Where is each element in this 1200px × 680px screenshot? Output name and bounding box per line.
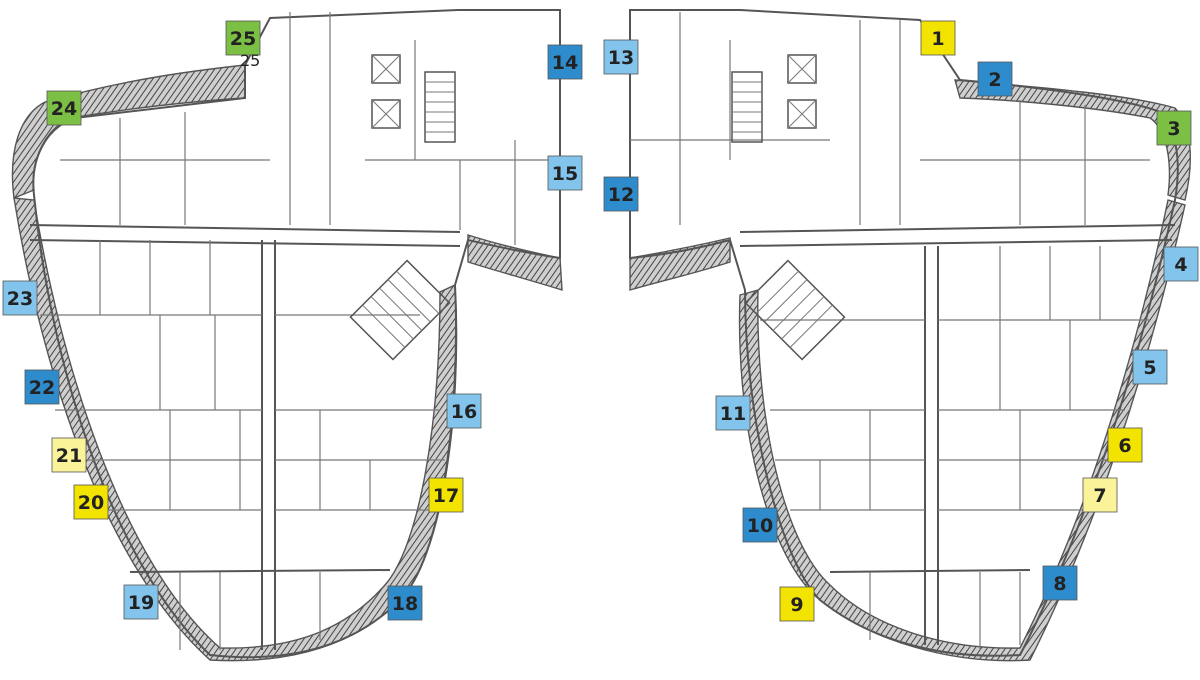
unit-label-text: 3 (1167, 118, 1180, 140)
unit-label-box (24, 369, 60, 405)
unit-25-plain-label: 25 (240, 51, 260, 70)
unit-label-text: 8 (1053, 573, 1066, 595)
unit-label-17: 17 (428, 477, 464, 513)
unit-label-text: 24 (51, 98, 77, 120)
unit-label-box (51, 437, 87, 473)
unit-label-18: 18 (387, 585, 423, 621)
left-corridor-main (29, 224, 461, 233)
unit-label-text: 6 (1118, 435, 1131, 457)
left-outline (32, 9, 561, 659)
unit-label-box (547, 44, 583, 80)
left-room-dividers (40, 12, 560, 650)
unit-label-text: 25 (230, 28, 256, 50)
unit-label-20: 20 (73, 484, 109, 520)
unit-label-text: 12 (608, 184, 634, 206)
unit-label-2: 2 (977, 61, 1013, 97)
unit-label-box (977, 61, 1013, 97)
right-room-dividers (630, 12, 1150, 650)
unit-label-box (123, 584, 159, 620)
unit-label-text: 9 (790, 594, 803, 616)
unit-label-14: 14 (547, 44, 583, 80)
unit-label-23: 23 (2, 280, 38, 316)
left-stairs (349, 54, 456, 361)
unit-label-15: 15 (547, 155, 583, 191)
left-wing (11, 9, 563, 662)
unit-label-box (387, 585, 423, 621)
unit-label-text: 17 (433, 485, 459, 507)
right-corridor-main-b (739, 239, 1173, 247)
unit-label-text: 15 (552, 163, 578, 185)
unit-label-text: 5 (1143, 357, 1156, 379)
unit-label-box (1107, 427, 1143, 463)
left-corridor-low (129, 569, 391, 573)
left-facade-band (11, 64, 246, 199)
right-facade-band (954, 79, 1191, 201)
unit-label-box (73, 484, 109, 520)
unit-label-box (428, 477, 464, 513)
unit-label-text: 4 (1174, 254, 1187, 276)
right-corridor-low (829, 569, 1031, 573)
unit-label-box (1163, 246, 1199, 282)
unit-label-box (2, 280, 38, 316)
unit-label-text: 7 (1093, 485, 1106, 507)
right-outline (629, 9, 1179, 657)
unit-labels: 1234567891011121314151617181920212223242… (2, 20, 1199, 622)
unit-label-box (446, 393, 482, 429)
unit-label-text: 18 (392, 593, 418, 615)
unit-label-6: 6 (1107, 427, 1143, 463)
unit-label-box (715, 395, 751, 431)
unit-label-24: 24 (46, 90, 82, 126)
right-stairs (731, 54, 846, 361)
left-corridor-main-b (29, 239, 461, 247)
unit-label-text: 21 (56, 445, 82, 467)
right-corridor-main (739, 224, 1176, 233)
left-facade-band-top (467, 234, 563, 291)
unit-label-12: 12 (603, 176, 639, 212)
unit-label-19: 19 (123, 584, 159, 620)
right-wing (629, 9, 1191, 662)
unit-label-1: 1 (920, 20, 956, 56)
unit-label-5: 5 (1132, 349, 1168, 385)
unit-label-box (779, 586, 815, 622)
unit-label-text: 16 (451, 401, 477, 423)
unit-label-box (547, 155, 583, 191)
unit-label-25: 25 (225, 20, 261, 56)
unit-label-box (742, 507, 778, 543)
unit-label-text: 10 (747, 515, 773, 537)
unit-label-9: 9 (779, 586, 815, 622)
right-facade-band-lower (738, 199, 1186, 662)
unit-label-16: 16 (446, 393, 482, 429)
unit-label-text: 20 (78, 492, 104, 514)
unit-label-4: 4 (1163, 246, 1199, 282)
unit-label-text: 14 (552, 52, 578, 74)
unit-label-11: 11 (715, 395, 751, 431)
unit-label-box (920, 20, 956, 56)
unit-label-13: 13 (603, 39, 639, 75)
unit-label-text: 2 (988, 69, 1001, 91)
unit-label-text: 13 (608, 47, 634, 69)
unit-label-8: 8 (1042, 565, 1078, 601)
unit-label-box (603, 39, 639, 75)
unit-label-text: 22 (29, 377, 55, 399)
right-facade-band-top (629, 237, 731, 291)
unit-label-box (603, 176, 639, 212)
unit-label-box (1132, 349, 1168, 385)
unit-label-text: 23 (7, 288, 33, 310)
unit-label-box (1156, 110, 1192, 146)
unit-label-box (1042, 565, 1078, 601)
unit-label-text: 19 (128, 592, 154, 614)
unit-label-10: 10 (742, 507, 778, 543)
unit-label-text: 11 (720, 403, 746, 425)
unit-label-text: 1 (931, 28, 944, 50)
unit-label-21: 21 (51, 437, 87, 473)
unit-label-box (225, 20, 261, 56)
unit-label-22: 22 (24, 369, 60, 405)
unit-label-box (46, 90, 82, 126)
unit-label-3: 3 (1156, 110, 1192, 146)
unit-label-box (1082, 477, 1118, 513)
unit-label-7: 7 (1082, 477, 1118, 513)
